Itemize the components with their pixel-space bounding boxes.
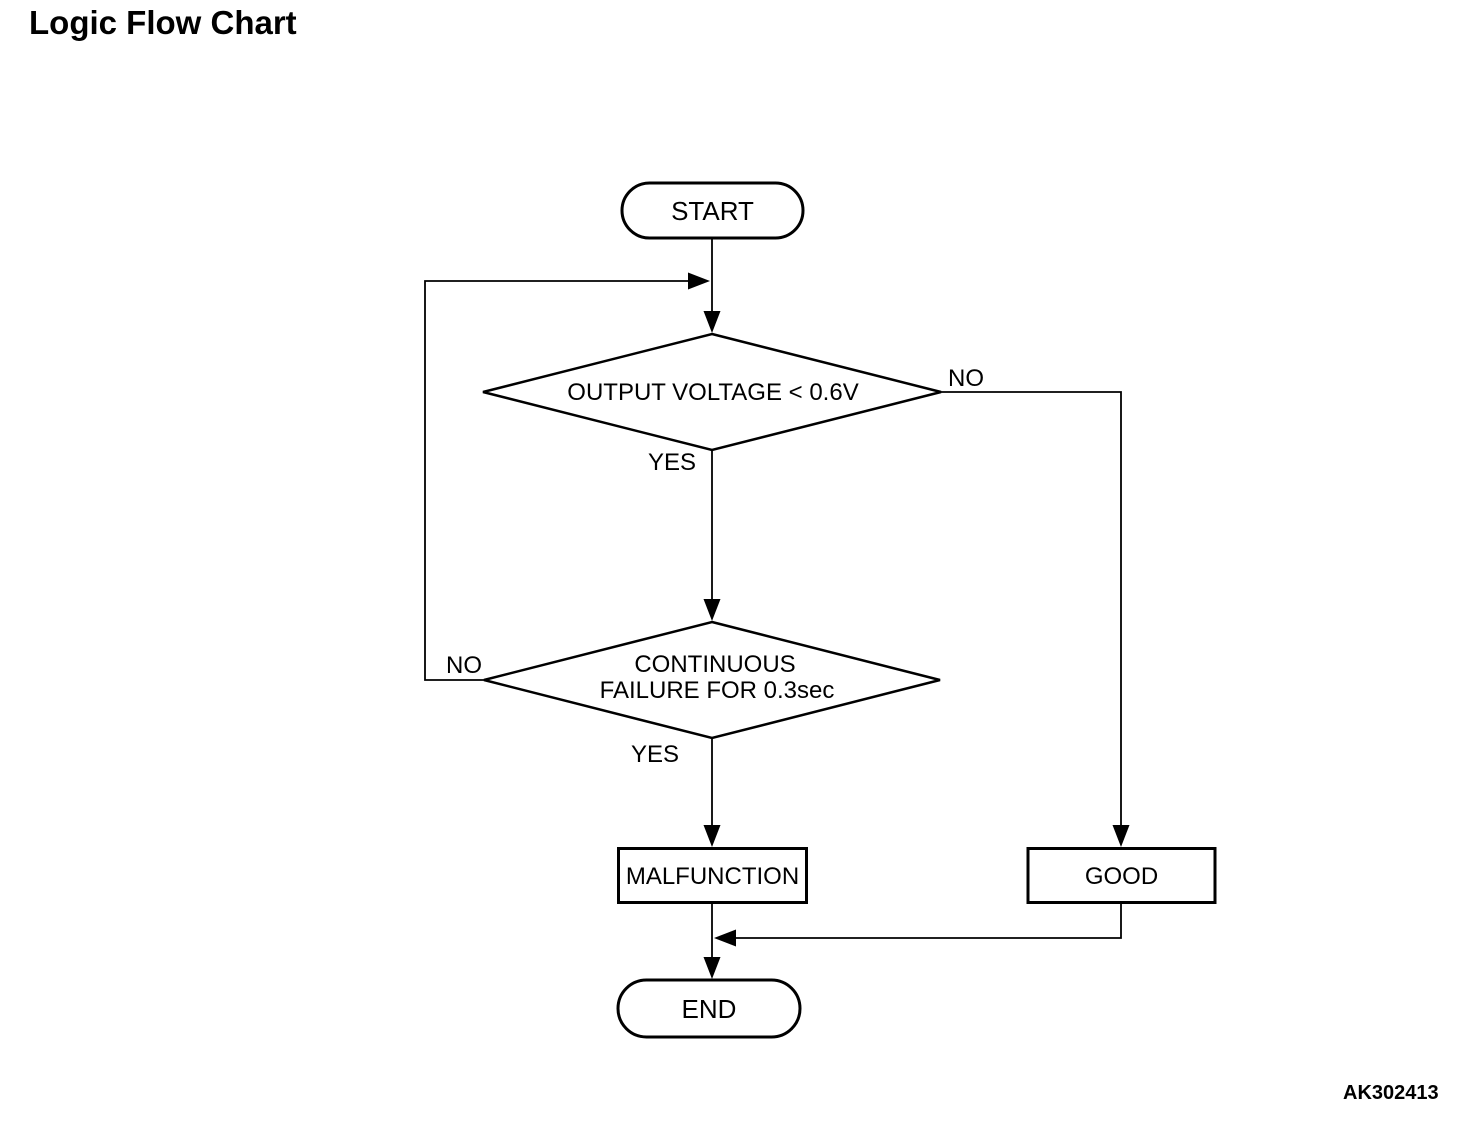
malfunction-label: MALFUNCTION — [626, 863, 799, 890]
arrowhead-into-malfunction — [703, 825, 721, 847]
start-label: START — [671, 196, 754, 226]
decision1-no-label: NO — [948, 365, 984, 392]
good-label: GOOD — [1085, 863, 1158, 890]
decision2-no-label: NO — [446, 652, 482, 679]
start-terminal-shape — [620, 181, 805, 240]
start-node: START — [620, 181, 805, 240]
end-label: END — [682, 994, 737, 1024]
decision2-label-line2: FAILURE FOR 0.3sec — [600, 677, 835, 704]
edge-good-to-end-junction — [736, 903, 1122, 939]
decision1-diamond-shape — [482, 332, 942, 452]
decision1-yes-label: YES — [648, 449, 696, 476]
arrowhead-into-decision2 — [703, 599, 721, 621]
decision2-node: CONTINUOUS FAILURE FOR 0.3sec — [483, 620, 941, 740]
decision1-node: OUTPUT VOLTAGE < 0.6V — [482, 332, 942, 452]
end-terminal-shape — [616, 978, 802, 1039]
flowchart-edges — [424, 238, 1130, 979]
edge-decision2-no-loop — [424, 280, 689, 681]
arrowhead-loop-junction — [688, 272, 710, 290]
figure-code: AK302413 — [1343, 1082, 1439, 1104]
flowchart-edge-labels: NO YES NO YES — [446, 365, 984, 768]
malfunction-node: MALFUNCTION — [617, 847, 808, 904]
good-node: GOOD — [1026, 847, 1217, 904]
decision2-yes-label: YES — [631, 741, 679, 768]
arrowhead-into-good — [1112, 825, 1130, 847]
good-process-shape — [1026, 847, 1217, 904]
arrowhead-into-end — [703, 957, 721, 979]
decision2-label-line1: CONTINUOUS — [634, 651, 795, 678]
malfunction-process-shape — [617, 847, 808, 904]
arrowhead-good-junction — [714, 929, 736, 947]
edge-decision1-no-to-good — [940, 391, 1122, 844]
decision2-diamond-shape — [483, 620, 941, 740]
arrowhead-into-decision1 — [703, 311, 721, 333]
page-title: Logic Flow Chart — [29, 4, 297, 41]
decision1-label: OUTPUT VOLTAGE < 0.6V — [567, 379, 858, 406]
end-node: END — [616, 978, 802, 1039]
